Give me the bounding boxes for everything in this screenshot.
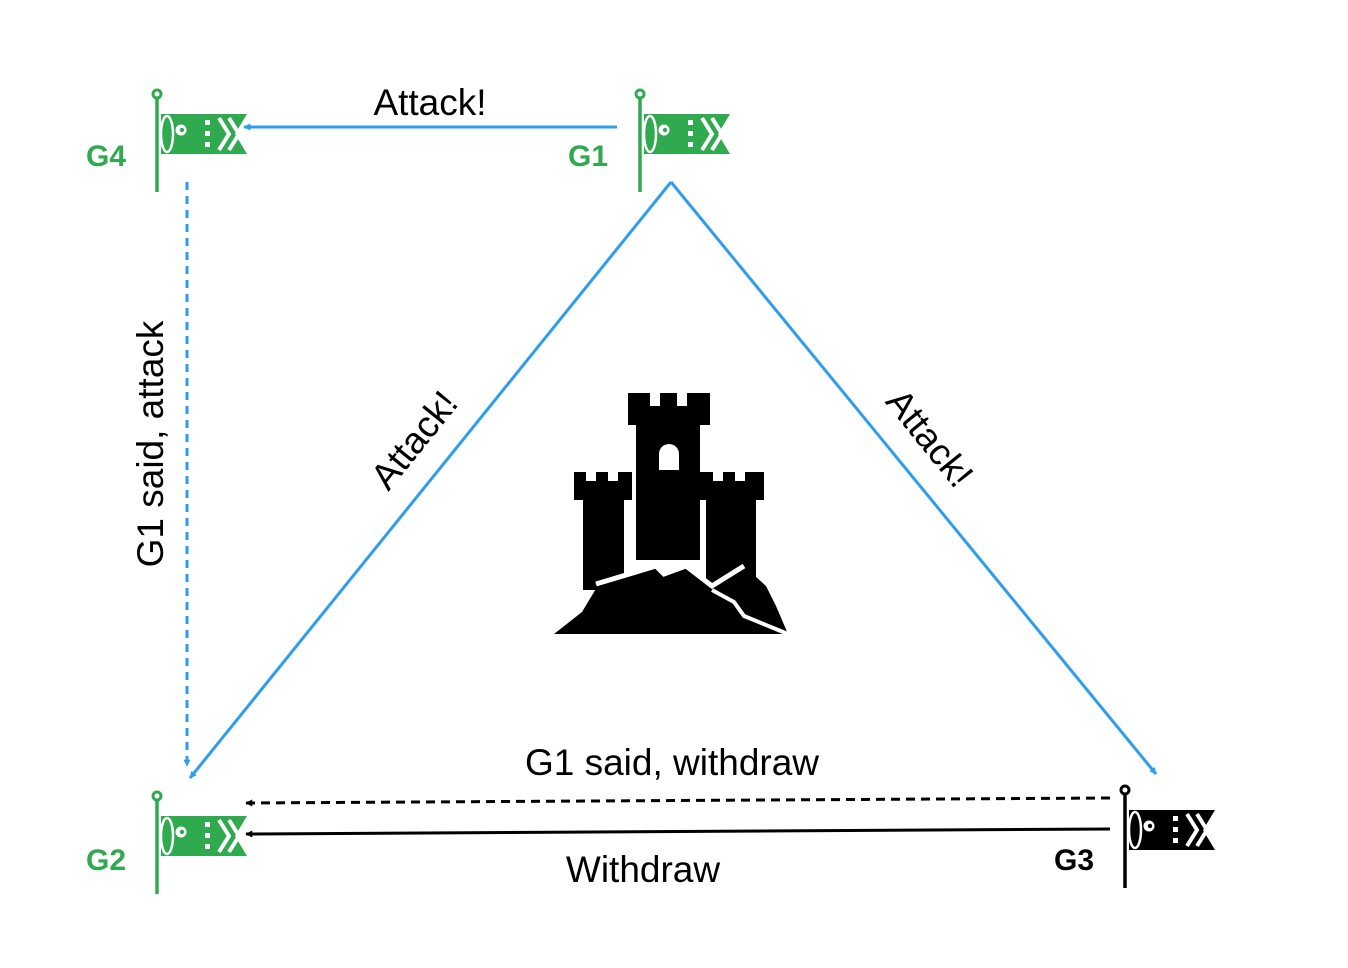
- castle-icon: [554, 393, 789, 636]
- arrow-g1-to-g2: [188, 181, 673, 779]
- flag-icon: [1119, 784, 1217, 890]
- general-g4: G4: [86, 88, 249, 194]
- general-g1-label: G1: [568, 140, 608, 173]
- general-g3: G3: [1054, 784, 1217, 890]
- arrow-g3-to-g2-relay: [245, 796, 1111, 807]
- flag-icon: [634, 88, 732, 194]
- message-g4-to-g2: G1 said, attack: [130, 320, 171, 567]
- arrow-g3-to-g2-own: [245, 827, 1111, 838]
- general-g3-label: G3: [1054, 844, 1094, 877]
- general-g2-label: G2: [86, 844, 126, 877]
- arrow-g1-to-g3: [669, 181, 1158, 775]
- general-g1: G1: [568, 88, 732, 194]
- message-g1-to-g2: Attack!: [363, 383, 466, 497]
- arrows: [183, 123, 1158, 838]
- message-g1-to-g4: Attack!: [373, 82, 486, 123]
- flag-icon: [151, 790, 249, 896]
- flag-icon: [151, 88, 249, 194]
- general-g2: G2: [86, 790, 249, 896]
- message-g3-to-g2-own: Withdraw: [566, 849, 720, 890]
- message-g3-to-g2-relay: G1 said, withdraw: [525, 742, 819, 783]
- general-g4-label: G4: [86, 140, 126, 173]
- message-g1-to-g3: Attack!: [878, 381, 981, 495]
